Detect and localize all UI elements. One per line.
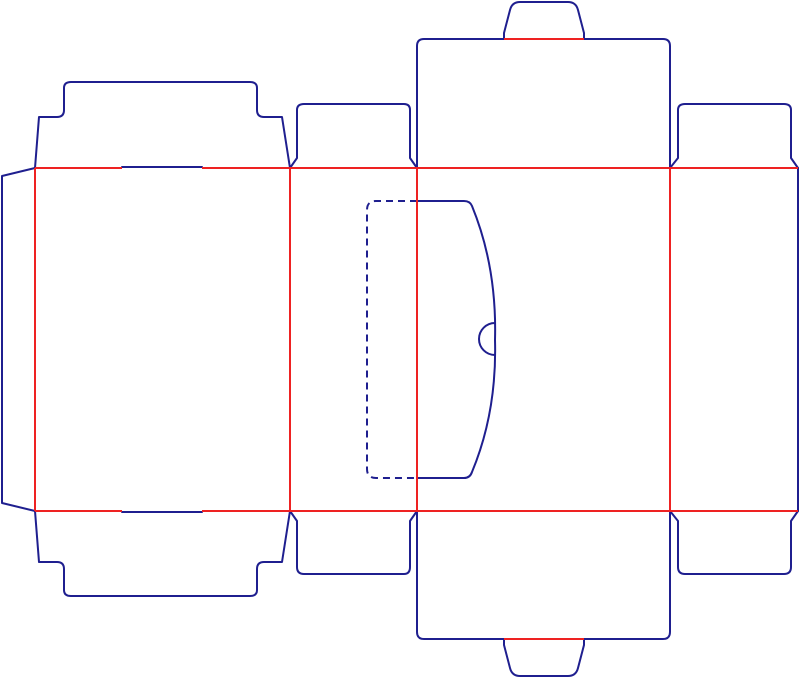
thumb-notch-cut [478, 322, 496, 356]
window-cutout-cut [416, 200, 497, 479]
left-glue-flap-cut [1, 167, 36, 512]
left-dust-flap-bottom-cut [289, 510, 418, 575]
right-dust-flap-top-cut [669, 103, 799, 169]
window-perforation-line [366, 200, 417, 479]
left-panel-bottom-flap-cut [34, 510, 291, 597]
left-panel-top-flap-cut [34, 81, 291, 169]
right-dust-flap-bottom-cut [669, 510, 799, 575]
lid-bottom-flap-cut [416, 510, 671, 677]
left-dust-flap-top-cut [289, 103, 418, 169]
lid-top-flap-cut [416, 1, 671, 169]
